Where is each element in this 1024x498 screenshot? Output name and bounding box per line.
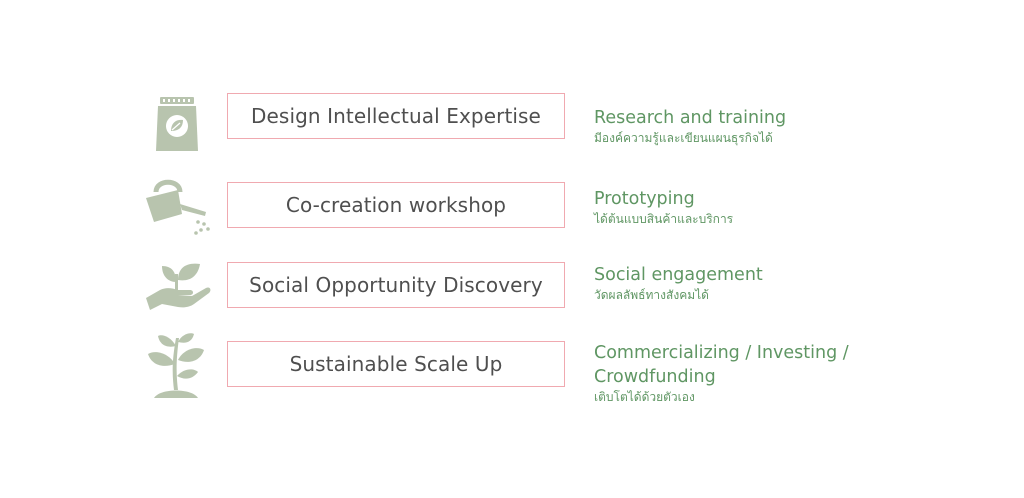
watering-can-icon: [142, 172, 212, 242]
outcome-subtitle: เติบโตได้ด้วยตัวเอง: [594, 390, 695, 404]
stage-box: Social Opportunity Discovery: [227, 262, 565, 308]
outcome-block: Social engagement วัดผลลัพธ์ทางสังคมได้: [594, 263, 894, 303]
stage-box: Sustainable Scale Up: [227, 341, 565, 387]
outcome-title-line2: Crowdfunding: [594, 367, 716, 387]
stage-label: Design Intellectual Expertise: [251, 104, 541, 128]
outcome-subtitle: วัดผลลัพธ์ทางสังคมได้: [594, 288, 709, 302]
outcome-title: Prototyping: [594, 189, 695, 209]
stage-box: Design Intellectual Expertise: [227, 93, 565, 139]
hand-sprout-icon: [142, 252, 212, 322]
outcome-block: Research and training มีองค์ความรู้และเข…: [594, 106, 894, 146]
stage-label: Social Opportunity Discovery: [249, 273, 543, 297]
seed-bag-icon: [142, 93, 212, 163]
step-row-3: Social Opportunity Discovery Social enga…: [0, 252, 1024, 322]
stage-label: Co-creation workshop: [285, 193, 507, 217]
outcome-title-line1: Commercializing / Investing /: [594, 343, 849, 363]
step-row-4: Sustainable Scale Up Commercializing / I…: [0, 330, 1024, 404]
step-row-2: Co-creation workshop Prototyping ได้ต้นแ…: [0, 172, 1024, 242]
stage-box: Co-creation workshop: [227, 182, 565, 228]
stage-label: Sustainable Scale Up: [289, 352, 503, 376]
step-row-1: Design Intellectual Expertise Research a…: [0, 93, 1024, 163]
outcome-title: Research and training: [594, 108, 787, 128]
outcome-subtitle: ได้ต้นแบบสินค้าและบริการ: [594, 212, 734, 226]
outcome-subtitle: มีองค์ความรู้และเขียนแผนธุรกิจได้: [594, 131, 773, 145]
plant-icon: [142, 330, 212, 400]
outcome-block: Prototyping ได้ต้นแบบสินค้าและบริการ: [594, 187, 894, 227]
outcome-block: Commercializing / Investing / Crowdfundi…: [594, 341, 894, 405]
outcome-title: Social engagement: [594, 265, 763, 285]
